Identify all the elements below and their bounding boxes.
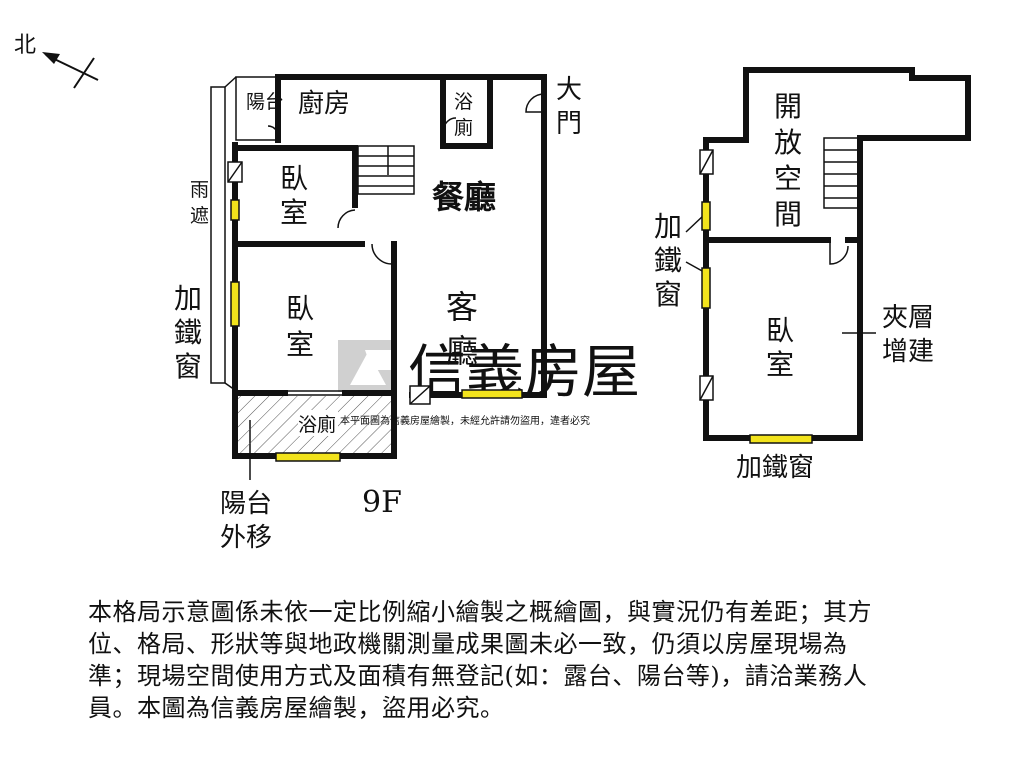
window-left-label-1: 加 — [174, 282, 202, 315]
open-space-label-2: 放 — [774, 126, 802, 159]
canopy-label-1: 雨 — [190, 179, 209, 201]
compass-label: 北 — [14, 33, 36, 58]
disclaimer-line: 準；現場空間使用方式及面積有無登記(如：露台、陽台等)，請洽業務人 — [88, 662, 868, 690]
window-bottom-label: 加鐵窗 — [736, 453, 814, 483]
disclaimer-line: 本格局示意圖係未依一定比例縮小繪製之概繪圖，與實況仍有差距；其方 — [88, 598, 872, 626]
bath-top-label-1: 浴 — [454, 91, 473, 113]
right-labels: 開 放 空 間 加 鐵 窗 臥 室 夾層 增建 加鐵窗 — [654, 90, 934, 483]
bedroom-3-label-1: 臥 — [766, 314, 794, 347]
bedroom-1-label-2: 室 — [280, 196, 308, 229]
balcony-moved-label-1: 陽台 — [220, 489, 272, 519]
left-labels: 陽台 廚房 浴 廁 大 門 雨 遮 臥 室 餐廳 客 廳 臥 室 加 鐵 窗 浴… — [174, 75, 582, 553]
open-space-label-3: 空 — [774, 162, 802, 195]
canopy-label-2: 遮 — [190, 205, 209, 227]
north-arrow-icon: 北 — [14, 33, 99, 89]
bedroom-2-label-2: 室 — [286, 328, 314, 361]
disclaimer: 本格局示意圖係未依一定比例縮小繪製之概繪圖，與實況仍有差距；其方 位、格局、形狀… — [88, 596, 1018, 724]
disclaimer-line: 位、格局、形狀等與地政機關測量成果圖未必一致，仍須以房屋現場為 — [88, 630, 848, 658]
bath-top-label-2: 廁 — [454, 116, 473, 139]
balcony-moved-label-2: 外移 — [220, 523, 272, 553]
bedroom-2-label-1: 臥 — [286, 292, 314, 325]
mezzanine-label-2: 增建 — [882, 337, 934, 367]
window-right-label-2: 鐵 — [654, 244, 682, 277]
main-door-label-2: 門 — [556, 109, 582, 139]
dining-label: 餐廳 — [432, 178, 496, 216]
watermark-notice: 本平面圖為信義房屋繪製，未經允許請勿盜用，違者必究 — [340, 414, 590, 427]
main-door-label-1: 大 — [556, 75, 582, 105]
left-windows — [230, 199, 523, 462]
floor-label: 9F — [362, 485, 402, 520]
right-windows — [701, 201, 813, 444]
bedroom-1-label-1: 臥 — [280, 162, 308, 195]
disclaimer-line: 員。本圖為信義房屋繪製，盜用必究。 — [88, 694, 505, 722]
bath-bottom-label: 浴廁 — [298, 413, 336, 436]
bedroom-3-label-2: 室 — [766, 348, 794, 381]
living-label-2: 廳 — [446, 332, 478, 370]
window-right-label-1: 加 — [654, 210, 682, 243]
window-left-label-3: 窗 — [174, 350, 202, 383]
open-space-label-1: 開 — [774, 90, 802, 123]
balcony-label-top: 陽台 — [246, 91, 284, 113]
mezzanine-label-1: 夾層 — [882, 303, 934, 333]
watermark-logo-icon — [338, 340, 392, 392]
open-space-label-4: 間 — [774, 198, 802, 231]
window-left-label-2: 鐵 — [174, 316, 202, 349]
floor-plan: 信義房屋 本平面圖為信義房屋繪製，未經允許請勿盜用，違者必究 北 — [14, 33, 971, 553]
window-right-label-3: 窗 — [654, 278, 682, 311]
kitchen-label: 廚房 — [298, 89, 350, 119]
living-label-1: 客 — [446, 288, 478, 326]
right-plan — [703, 67, 971, 441]
